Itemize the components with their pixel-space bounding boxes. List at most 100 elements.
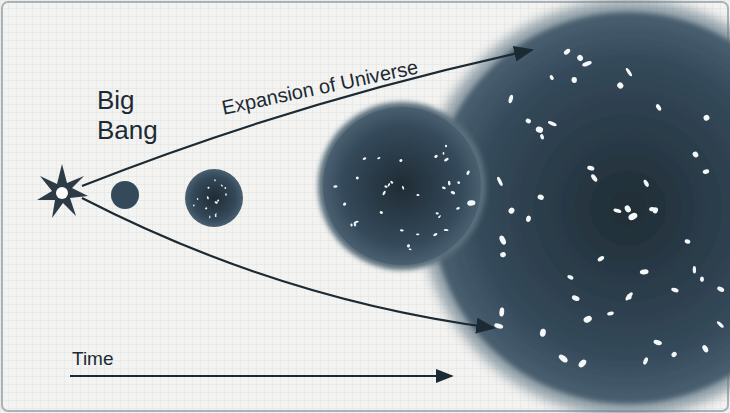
expansion-arrow: [82, 198, 494, 328]
galaxy-dot: [563, 48, 571, 56]
axis-label: Time: [72, 348, 152, 371]
galaxy-dot: [576, 54, 584, 62]
galaxy-dot: [353, 222, 356, 227]
galaxy-dot: [362, 157, 366, 160]
galaxy-dot: [507, 206, 515, 214]
galaxy-dot: [625, 67, 633, 77]
galaxy-dot: [207, 187, 210, 189]
galaxy-dot: [571, 294, 580, 302]
galaxy-dot: [197, 198, 199, 200]
galaxy-dot: [587, 165, 595, 171]
galaxy-dot: [499, 307, 505, 316]
galaxy-dot: [225, 193, 227, 196]
galaxy-dot: [613, 208, 622, 214]
galaxy-dot: [205, 207, 208, 210]
galaxy-dot: [693, 266, 697, 274]
galaxy-dot: [549, 74, 555, 80]
galaxy-dot: [557, 353, 568, 364]
galaxy-dot: [457, 181, 461, 185]
galaxy-dot: [434, 154, 439, 159]
galaxy-dot: [400, 229, 404, 232]
galaxy-dot: [508, 94, 514, 104]
galaxy-dot: [539, 328, 546, 337]
galaxy-dot: [590, 173, 598, 182]
galaxy-dot: [193, 204, 195, 206]
galaxy-dot: [342, 202, 346, 207]
big-bang-star: [37, 164, 88, 218]
galaxy-dot: [215, 213, 218, 215]
galaxy-dot: [399, 159, 403, 163]
galaxy-dot: [716, 286, 725, 293]
universe-halo: [318, 102, 486, 270]
galaxy-dot: [582, 60, 593, 68]
galaxy-dot: [214, 179, 216, 181]
galaxy-dot: [206, 196, 209, 200]
galaxy-dot: [616, 81, 625, 90]
galaxy-dot: [377, 157, 381, 160]
galaxy-dot: [642, 357, 649, 366]
galaxy-dot: [435, 212, 438, 215]
galaxy-dot: [671, 287, 680, 293]
galaxy-dot: [547, 120, 557, 127]
galaxy-dot: [445, 145, 447, 148]
galaxy-dot: [703, 114, 711, 122]
galaxy-dot: [623, 204, 632, 213]
galaxy-dot: [640, 269, 649, 275]
galaxy-dot: [209, 216, 210, 219]
universe-medium: [323, 107, 481, 265]
galaxy-dot: [355, 176, 359, 180]
galaxy-dot: [701, 344, 709, 353]
title-label: Big Bang: [97, 86, 177, 146]
galaxy-dot: [444, 157, 450, 162]
galaxy-dot: [416, 233, 420, 235]
galaxy-dot: [448, 181, 451, 186]
galaxy-dot: [539, 134, 544, 141]
galaxy-dot: [433, 233, 438, 237]
galaxy-dot: [402, 186, 405, 191]
galaxy-dot: [537, 194, 545, 201]
galaxy-dots: [193, 48, 725, 369]
galaxy-dot: [716, 320, 725, 328]
galaxy-dot: [692, 150, 700, 158]
galaxy-dot: [408, 248, 411, 250]
galaxy-dot: [567, 274, 574, 280]
galaxy-dot: [577, 358, 587, 369]
galaxy-dot: [498, 235, 507, 246]
galaxy-dot: [379, 211, 383, 215]
galaxy-dot: [390, 180, 394, 184]
galaxy-dot: [224, 187, 226, 190]
time-arrow: [70, 375, 452, 377]
galaxy-dot: [653, 339, 663, 346]
galaxy-dot: [525, 118, 532, 125]
galaxy-dot: [442, 186, 447, 189]
galaxy-dot: [456, 207, 460, 210]
expansion-arrow: [82, 50, 532, 186]
galaxy-dot: [627, 212, 638, 222]
galaxy-dot: [670, 351, 677, 358]
galaxy-dot: [652, 207, 659, 215]
galaxy-dot: [438, 215, 442, 219]
galaxy-dot: [450, 190, 455, 195]
galaxy-dot: [496, 176, 504, 186]
galaxy-dot: [500, 252, 507, 258]
galaxy-dot: [525, 215, 531, 222]
galaxy-dot: [655, 103, 662, 111]
galaxy-dot: [684, 239, 691, 245]
galaxy-dot: [494, 323, 504, 330]
galaxy-dot: [384, 185, 388, 188]
galaxy-dot: [333, 185, 337, 188]
galaxy-dot: [700, 277, 704, 282]
galaxy-dot: [583, 315, 593, 324]
galaxy-dot: [350, 223, 353, 226]
galaxy-dot: [607, 311, 615, 316]
galaxy-dot: [407, 244, 411, 248]
universe-small: [185, 169, 243, 227]
galaxy-dot: [217, 199, 220, 202]
galaxy-dot: [215, 215, 217, 217]
galaxy-dot: [643, 179, 650, 188]
galaxy-dot: [416, 194, 419, 196]
galaxy-dot: [624, 291, 633, 301]
galaxy-dot: [535, 126, 544, 134]
galaxy-dot: [382, 190, 386, 196]
